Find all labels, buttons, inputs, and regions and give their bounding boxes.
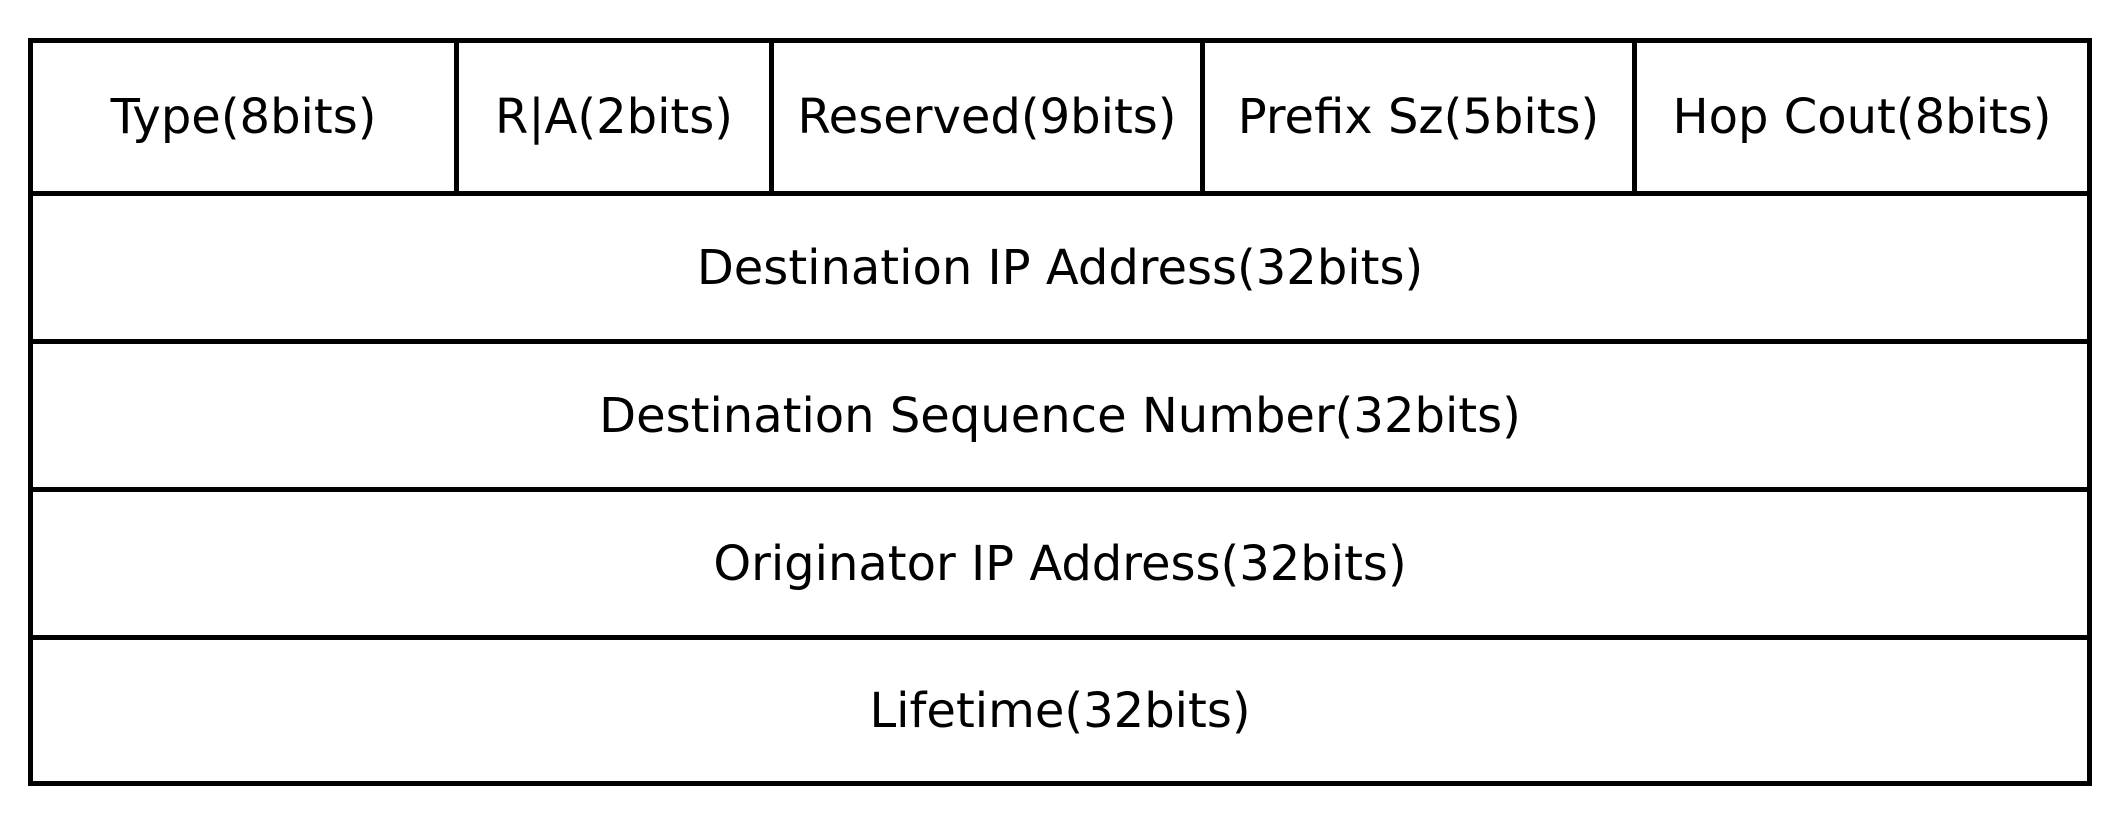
destination-ip-row: Destination IP Address(32bits) [33, 191, 2087, 339]
field-repair-ack-flags: R|A(2bits) [454, 43, 769, 191]
field-destination-ip: Destination IP Address(32bits) [696, 239, 1424, 296]
field-type: Type(8bits) [110, 89, 377, 145]
field-hop-count: Hop Cout(8bits) [1632, 43, 2087, 191]
field-reserved: Reserved(9bits) [769, 43, 1200, 191]
field-originator-ip: Originator IP Address(32bits) [713, 535, 1407, 592]
destination-seq-row: Destination Sequence Number(32bits) [33, 339, 2087, 487]
field-prefix-size: Prefix Sz(5bits) [1200, 43, 1632, 191]
packet-format-diagram: Type(8bits) R|A(2bits) Reserved(9bits) P… [28, 38, 2092, 786]
field-destination-sequence-number: Destination Sequence Number(32bits) [599, 387, 1521, 444]
header-row: Type(8bits) R|A(2bits) Reserved(9bits) P… [33, 43, 2087, 191]
lifetime-row: Lifetime(32bits) [33, 635, 2087, 781]
field-lifetime: Lifetime(32bits) [869, 682, 1251, 739]
originator-ip-row: Originator IP Address(32bits) [33, 487, 2087, 635]
